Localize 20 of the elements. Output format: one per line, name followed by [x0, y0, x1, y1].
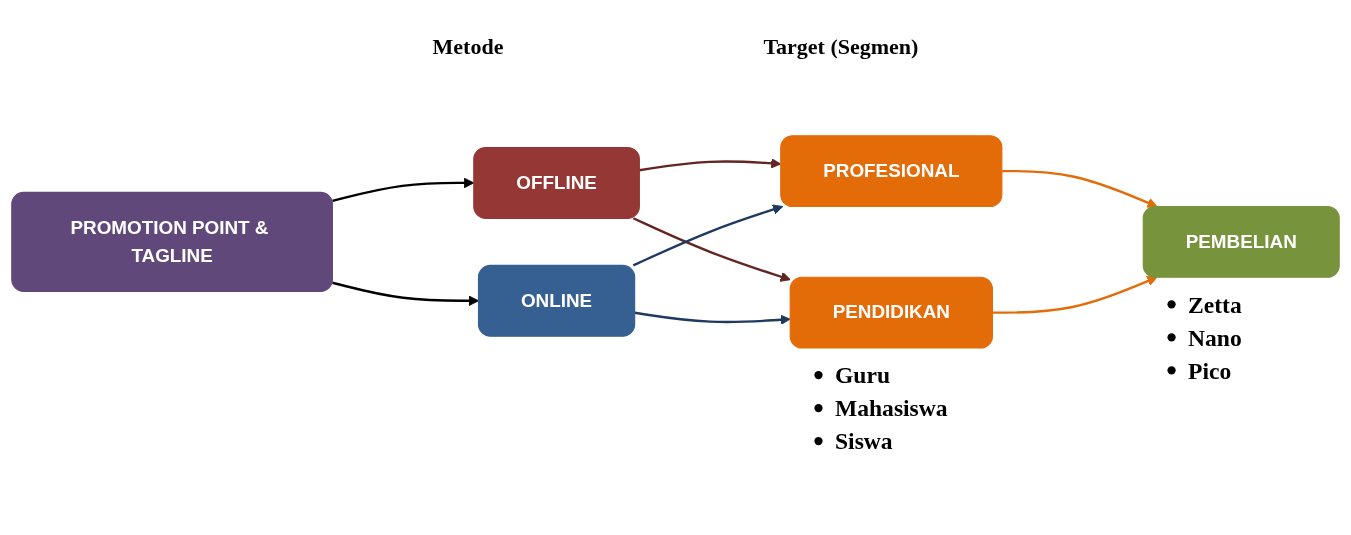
- node-box: ONLINE: [477, 264, 636, 337]
- node-box: OFFLINE: [473, 147, 640, 219]
- bullet-list-item: Guru: [835, 362, 890, 389]
- bullet-list-item: Nano: [1188, 324, 1242, 351]
- node-box: PEMBELIAN: [1142, 206, 1340, 278]
- arrow: [1001, 170, 1158, 208]
- column-heading: Metode: [432, 34, 504, 60]
- node-box: PROMOTION POINT & TAGLINE: [11, 191, 333, 293]
- arrow: [634, 311, 791, 326]
- arrow: [332, 281, 479, 307]
- bullet-list-item: Siswa: [835, 428, 893, 455]
- arrow: [632, 204, 784, 267]
- bullet-list-item: Pico: [1188, 357, 1232, 384]
- arrow: [992, 276, 1158, 314]
- bullet-list-item: Mahasiswa: [835, 395, 948, 422]
- bullet-list-item: Zetta: [1188, 291, 1242, 318]
- arrow: [632, 217, 791, 282]
- node-box: PROFESIONAL: [780, 135, 1003, 208]
- column-heading: Target (Segmen): [763, 34, 919, 60]
- node-box: PENDIDIKAN: [789, 276, 993, 349]
